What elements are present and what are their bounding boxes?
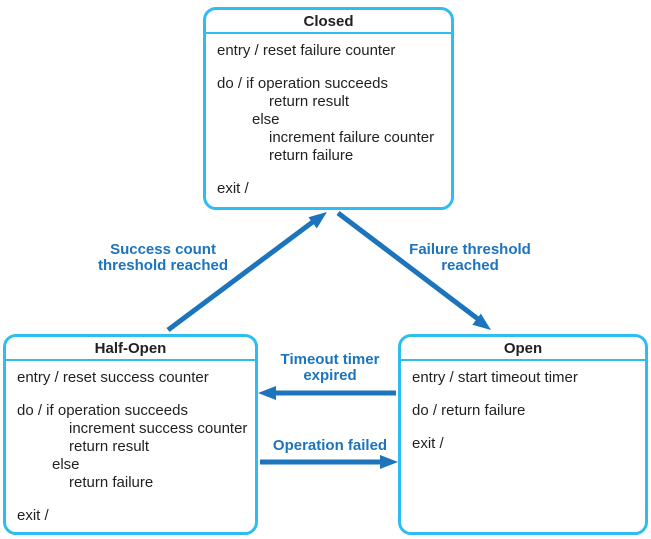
state-action-line: return failure — [69, 474, 154, 491]
transition-label-success-threshold: Success count threshold reached — [97, 241, 229, 274]
state-title-half-open: Half-Open — [6, 337, 255, 361]
state-action-line — [412, 387, 634, 402]
state-action-line: return result — [269, 93, 350, 110]
state-action-line: exit / — [217, 180, 249, 197]
state-action-line — [17, 387, 244, 402]
state-action-line: entry / reset success counter — [17, 369, 209, 386]
state-box-closed: Closed entry / reset failure counter do /… — [203, 7, 454, 210]
state-action-line: return failure — [269, 147, 354, 164]
state-action-line: exit / — [17, 507, 49, 524]
state-action-line — [217, 165, 440, 180]
state-title-open: Open — [401, 337, 645, 361]
state-action-line: else — [52, 456, 80, 473]
state-title-closed: Closed — [206, 10, 451, 34]
state-action-line: do / if operation succeeds — [217, 75, 388, 92]
state-action-line: increment failure counter — [269, 129, 435, 146]
arrow-timeout-expired — [258, 386, 396, 400]
state-action-line: entry / start timeout timer — [412, 369, 578, 386]
state-action-line: increment success counter — [69, 420, 248, 437]
transition-label-operation-failed: Operation failed — [272, 437, 388, 454]
state-body-half-open: entry / reset success counter do / if ope… — [6, 361, 255, 533]
state-box-half-open: Half-Open entry / reset success counter d… — [3, 334, 258, 535]
state-action-line — [412, 420, 634, 435]
state-body-closed: entry / reset failure counter do / if ope… — [206, 34, 451, 206]
state-action-line: else — [252, 111, 280, 128]
state-body-open: entry / start timeout timer do / return f… — [401, 361, 645, 461]
state-action-line: do / return failure — [412, 402, 526, 419]
state-action-line: do / if operation succeeds — [17, 402, 188, 419]
state-action-line — [217, 60, 440, 75]
transition-label-timeout-expired: Timeout timer expired — [280, 351, 380, 384]
state-box-open: Open entry / start timeout timer do / ret… — [398, 334, 648, 535]
state-action-line: return result — [69, 438, 150, 455]
state-action-line — [17, 492, 244, 507]
arrow-operation-failed — [260, 455, 398, 469]
transition-label-failure-threshold: Failure threshold reached — [409, 241, 531, 274]
state-action-line: exit / — [412, 435, 444, 452]
state-action-line: entry / reset failure counter — [217, 42, 396, 59]
